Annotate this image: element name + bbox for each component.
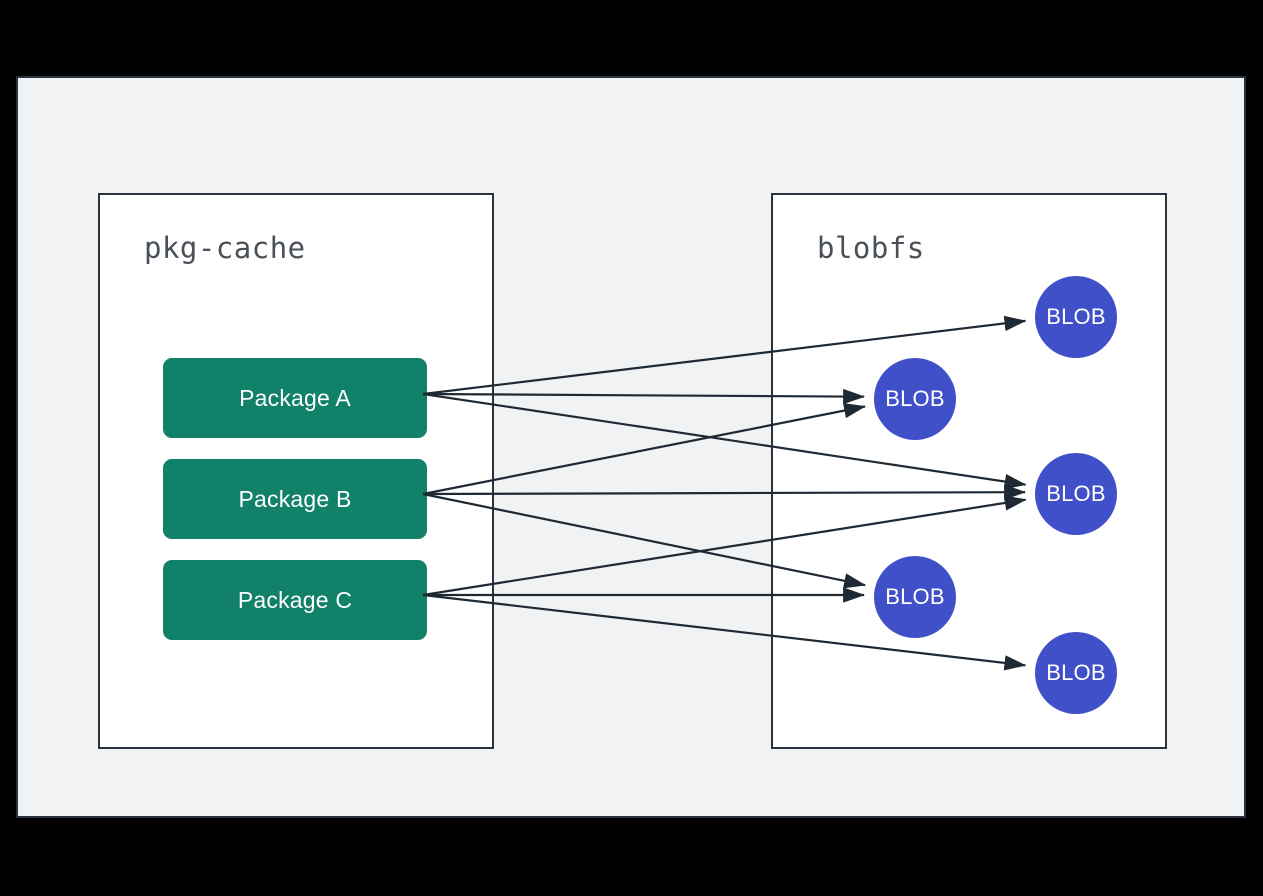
blob-node-5-label: BLOB (1046, 660, 1106, 685)
package-node-c-label: Package C (237, 586, 353, 613)
blob-node-4[interactable]: BLOB (874, 556, 956, 638)
group-pkg-cache: pkg-cache Package A Package B Package C (98, 193, 494, 749)
blob-node-1[interactable]: BLOB (1035, 276, 1117, 358)
blob-node-5[interactable]: BLOB (1035, 632, 1117, 714)
package-node-a-label: Package A (239, 384, 351, 411)
group-pkg-cache-title: pkg-cache (144, 231, 306, 265)
package-node-b-label: Package B (238, 485, 352, 512)
blob-node-4-label: BLOB (885, 584, 945, 609)
package-node-b[interactable]: Package B (163, 459, 427, 539)
diagram-surface: pkg-cache Package A Package B Package C … (16, 76, 1246, 818)
blob-node-2-label: BLOB (885, 386, 945, 411)
package-node-c[interactable]: Package C (163, 560, 427, 640)
group-blobfs-title: blobfs (817, 231, 925, 265)
package-node-a[interactable]: Package A (163, 358, 427, 438)
blob-node-1-label: BLOB (1046, 304, 1106, 329)
blob-node-2[interactable]: BLOB (874, 358, 956, 440)
blob-node-3[interactable]: BLOB (1035, 453, 1117, 535)
blob-node-3-label: BLOB (1046, 481, 1106, 506)
